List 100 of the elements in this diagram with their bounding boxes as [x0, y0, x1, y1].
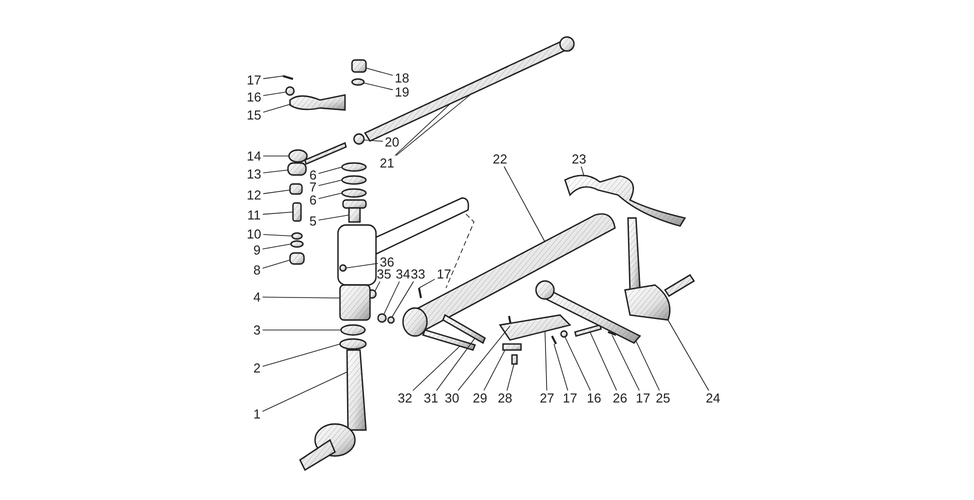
leader-line	[612, 334, 640, 391]
leader-line	[668, 320, 710, 391]
leader-line	[318, 180, 342, 186]
leader-line	[484, 350, 506, 391]
spring	[341, 175, 367, 185]
bolt	[422, 329, 476, 351]
gasket	[339, 338, 367, 350]
leader-line	[412, 346, 460, 391]
split-pin	[551, 336, 557, 344]
bolt	[511, 354, 518, 365]
callout-number: 17	[562, 392, 578, 404]
plug	[339, 264, 347, 272]
callout-number: 20	[384, 136, 400, 148]
nut	[285, 86, 295, 96]
leader-line	[318, 214, 350, 220]
callout-number: 36	[380, 256, 394, 268]
split-pin	[282, 75, 294, 80]
callout-number: 32	[398, 392, 412, 404]
callout-number: 21	[380, 156, 394, 170]
callout-number: 16	[246, 90, 262, 104]
callout-number: 11	[247, 208, 261, 222]
callout-number: 30	[444, 392, 460, 404]
callout-number: 1	[253, 408, 261, 420]
lower-housing	[339, 284, 371, 321]
callout-number: 18	[394, 72, 410, 84]
callout-number: 8	[253, 264, 261, 276]
leader-line	[366, 68, 394, 76]
leader-line	[262, 170, 288, 174]
ball-seat	[287, 162, 307, 176]
callout-number: 17	[636, 392, 650, 404]
leader-line	[396, 94, 470, 156]
cup	[289, 252, 305, 265]
leader-line	[262, 104, 292, 113]
callout-number: 17	[246, 74, 262, 86]
leader-line	[384, 281, 400, 314]
callout-number: 12	[246, 188, 262, 202]
callout-number: 27	[540, 392, 554, 404]
bolt	[442, 314, 486, 344]
callout-number: 10	[246, 228, 262, 240]
callout-number: 33	[410, 268, 426, 280]
callout-number: 3	[253, 324, 261, 336]
bushing	[342, 199, 367, 223]
leader-line	[394, 104, 450, 156]
leader-line	[506, 364, 514, 391]
washer	[387, 316, 395, 324]
callout-number: 31	[424, 392, 438, 404]
leader-line	[580, 166, 584, 176]
callout-number: 5	[309, 214, 317, 228]
leader-line	[392, 281, 414, 318]
leader-line	[262, 190, 290, 194]
nut	[560, 330, 568, 338]
leader-line	[504, 166, 546, 242]
callout-number: 26	[612, 392, 628, 404]
bolt	[574, 324, 602, 337]
drop-arm	[289, 94, 346, 111]
callout-number: 23	[572, 152, 586, 166]
leader-line	[544, 330, 548, 391]
callout-number: 7	[309, 180, 317, 194]
leader-line	[262, 212, 294, 215]
steering-arm	[564, 174, 686, 227]
nut	[377, 313, 387, 323]
callout-number: 13	[246, 168, 262, 180]
leader-line	[262, 234, 292, 236]
spring-washer	[341, 188, 367, 198]
callout-number: 22	[492, 152, 508, 166]
callout-number: 14	[246, 150, 262, 162]
callout-number: 25	[656, 392, 670, 404]
nut	[353, 133, 365, 145]
washer	[291, 232, 303, 240]
mounting-plate	[498, 314, 572, 341]
leader-line	[374, 281, 380, 292]
callout-number: 29	[472, 392, 488, 404]
callout-number: 34	[396, 268, 410, 280]
leader-line	[590, 332, 617, 391]
cross-tube	[535, 280, 642, 344]
callout-number: 9	[253, 244, 261, 256]
leader-line	[346, 263, 378, 268]
callout-number: 17	[436, 268, 452, 280]
callout-number: 6	[309, 168, 317, 182]
washer	[351, 78, 365, 86]
leader-line	[418, 278, 436, 288]
leader-line	[262, 344, 340, 367]
nut	[351, 59, 367, 73]
clamp-plate	[502, 343, 522, 351]
leader-line	[262, 296, 340, 298]
leader-line	[436, 338, 476, 391]
spring-washer	[341, 162, 367, 172]
split-pin	[418, 288, 422, 298]
washer	[290, 240, 304, 248]
callout-number: 2	[253, 362, 261, 374]
leader-line	[364, 82, 394, 90]
callout-number: 6	[309, 194, 317, 206]
callout-number: 4	[253, 290, 261, 304]
leader-line	[636, 340, 660, 391]
leader-line	[364, 140, 384, 142]
callout-number: 24	[706, 392, 720, 404]
leader-line	[318, 166, 342, 174]
leader-line	[262, 76, 284, 80]
stub-axle	[624, 217, 695, 321]
leader-line	[554, 344, 568, 391]
